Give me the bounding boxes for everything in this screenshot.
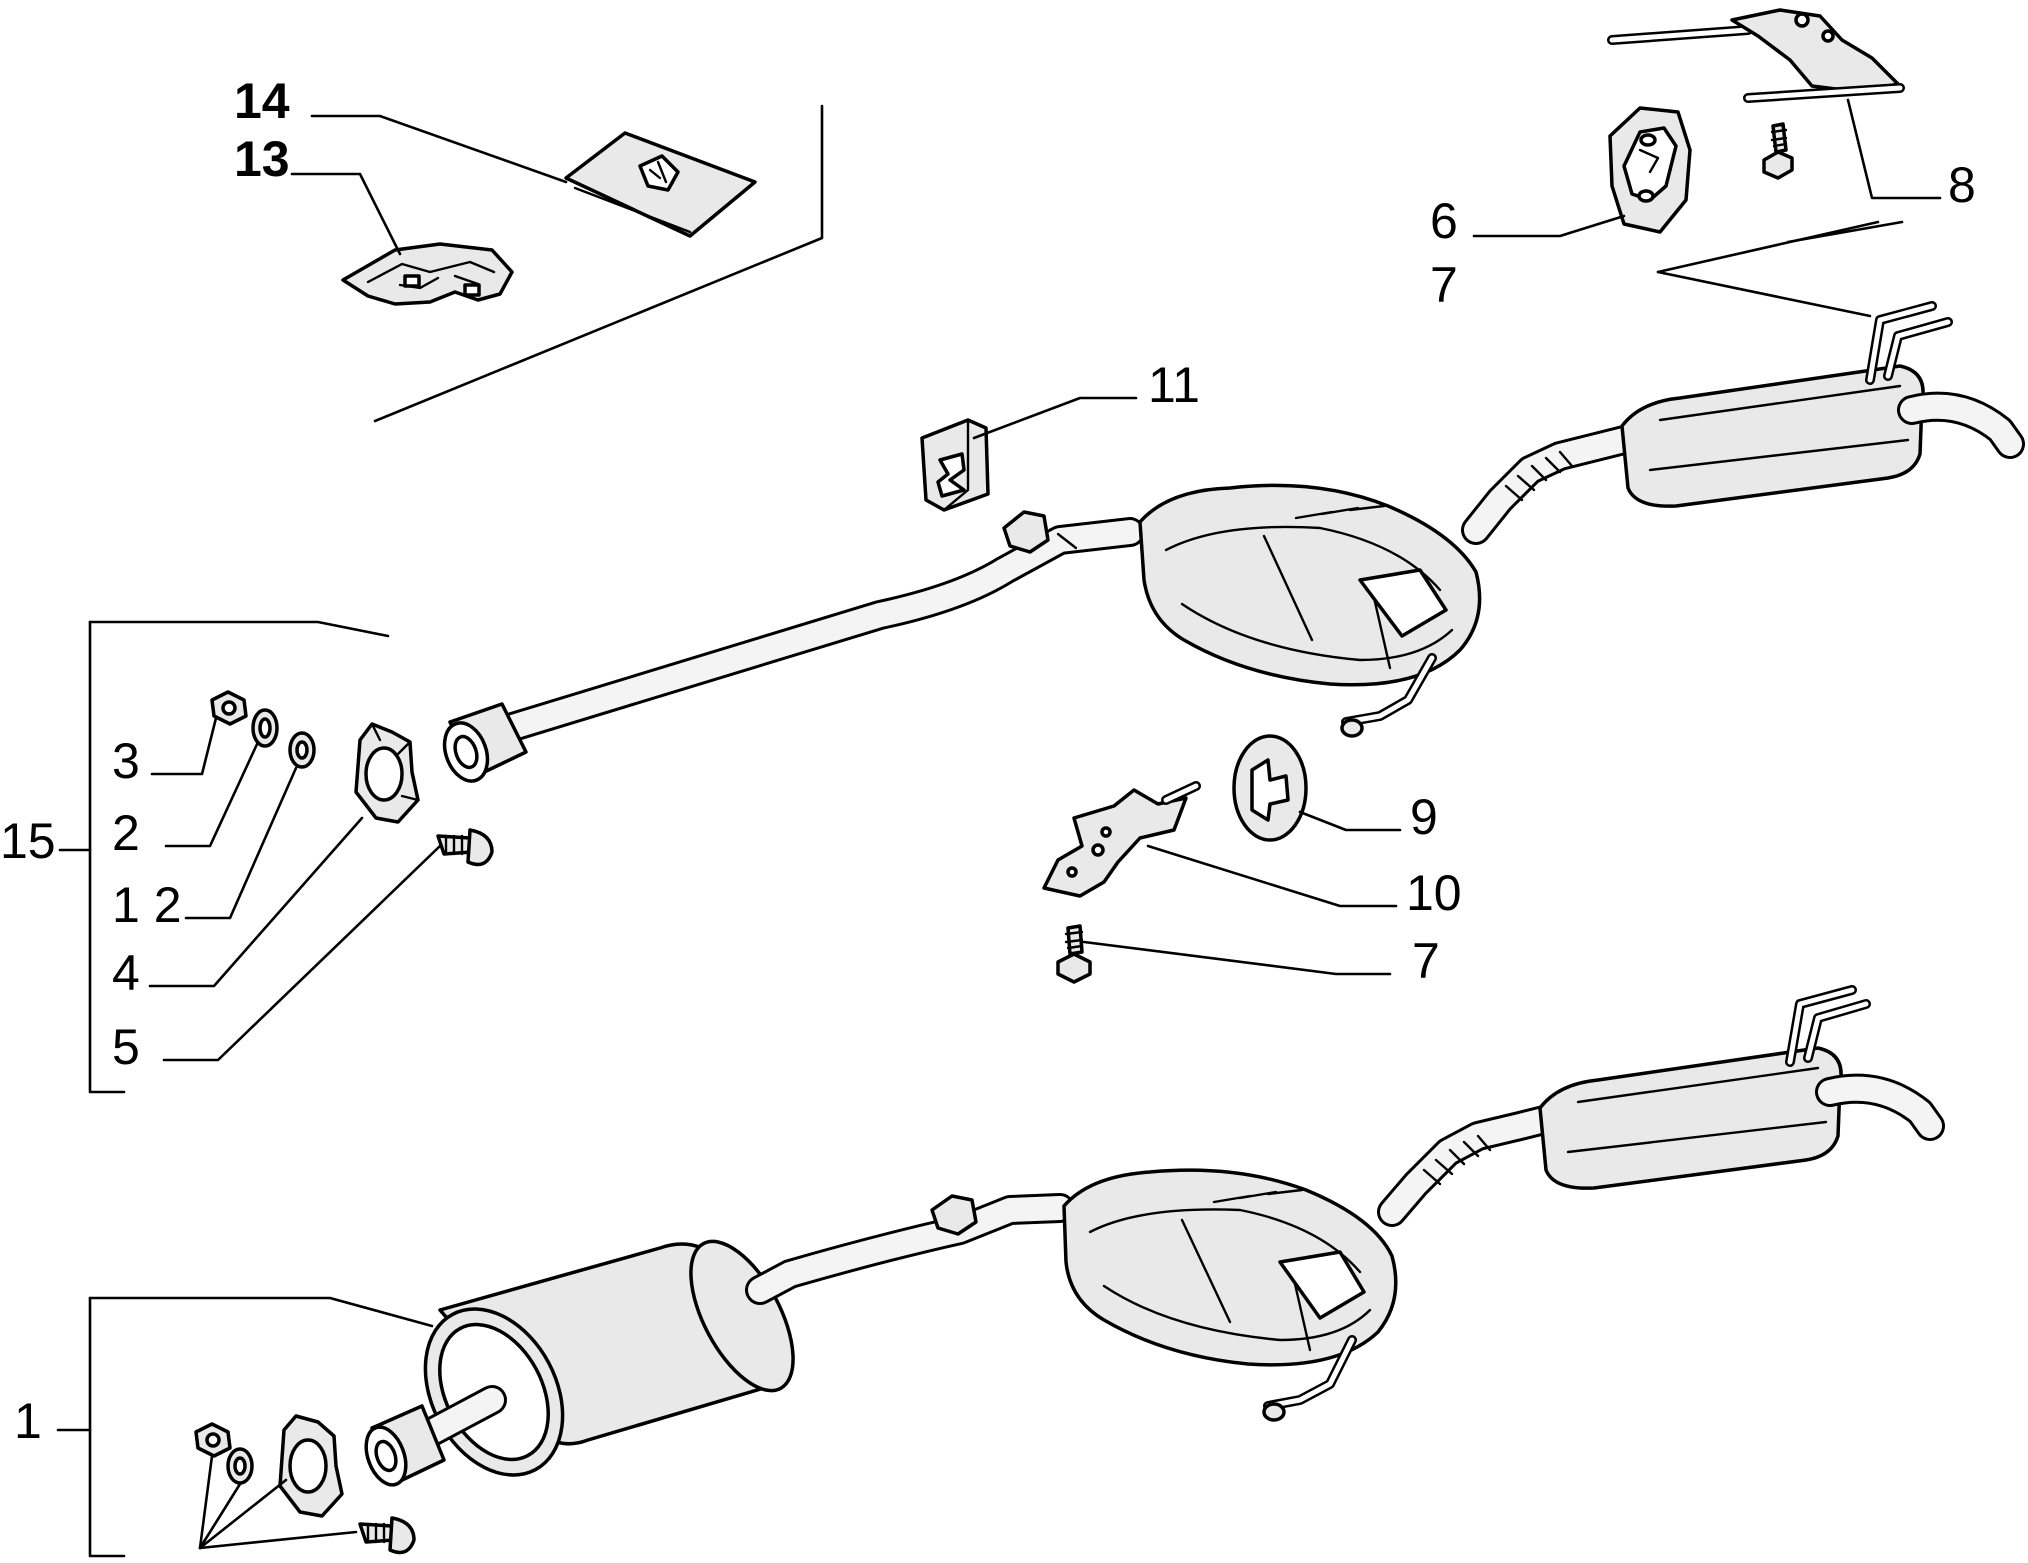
callout-1: 1 xyxy=(14,1393,42,1449)
callout-8: 8 xyxy=(1948,157,1976,213)
callout-14: 14 xyxy=(234,73,290,129)
fastener-group-1 xyxy=(56,1296,434,1558)
part-8-hanger-bracket xyxy=(1607,8,1905,103)
upper-exhaust-assembly xyxy=(442,301,2025,783)
callout-11: 11 xyxy=(1148,357,1200,413)
part-13-mounting-bracket xyxy=(341,242,514,306)
fastener-group-15 xyxy=(58,620,494,1094)
part-7-bolt xyxy=(1056,924,1092,984)
leader-lines xyxy=(148,98,1942,1062)
callout-3: 3 xyxy=(112,733,140,789)
callout-10: 10 xyxy=(1406,865,1462,921)
inset-panel-13-14 xyxy=(341,104,824,423)
callout-6: 6 xyxy=(1430,193,1458,249)
callout-5: 5 xyxy=(112,1019,140,1075)
part-11-rubber-hanger xyxy=(920,418,990,512)
callout-9: 9 xyxy=(1410,789,1438,845)
part-8-bolt xyxy=(1762,122,1794,180)
callout-15: 15 xyxy=(0,813,56,869)
callout-7-center: 7 xyxy=(1412,933,1440,989)
lower-exhaust-assembly xyxy=(364,985,1945,1487)
part-10-bracket xyxy=(1042,781,1201,898)
part-14-heat-shield-plate xyxy=(564,131,757,238)
callout-13: 13 xyxy=(234,131,290,187)
callout-2: 2 xyxy=(112,805,140,861)
part-9-rubber-ring xyxy=(1232,734,1308,842)
callout-4: 4 xyxy=(112,945,140,1001)
callout-7-top: 7 xyxy=(1430,257,1458,313)
callout-12: 1 2 xyxy=(112,877,182,933)
callout-labels: 14 13 6 7 8 11 15 3 2 1 2 4 5 9 10 7 1 xyxy=(0,73,1976,1449)
part-6-rubber-mount xyxy=(1608,106,1692,234)
